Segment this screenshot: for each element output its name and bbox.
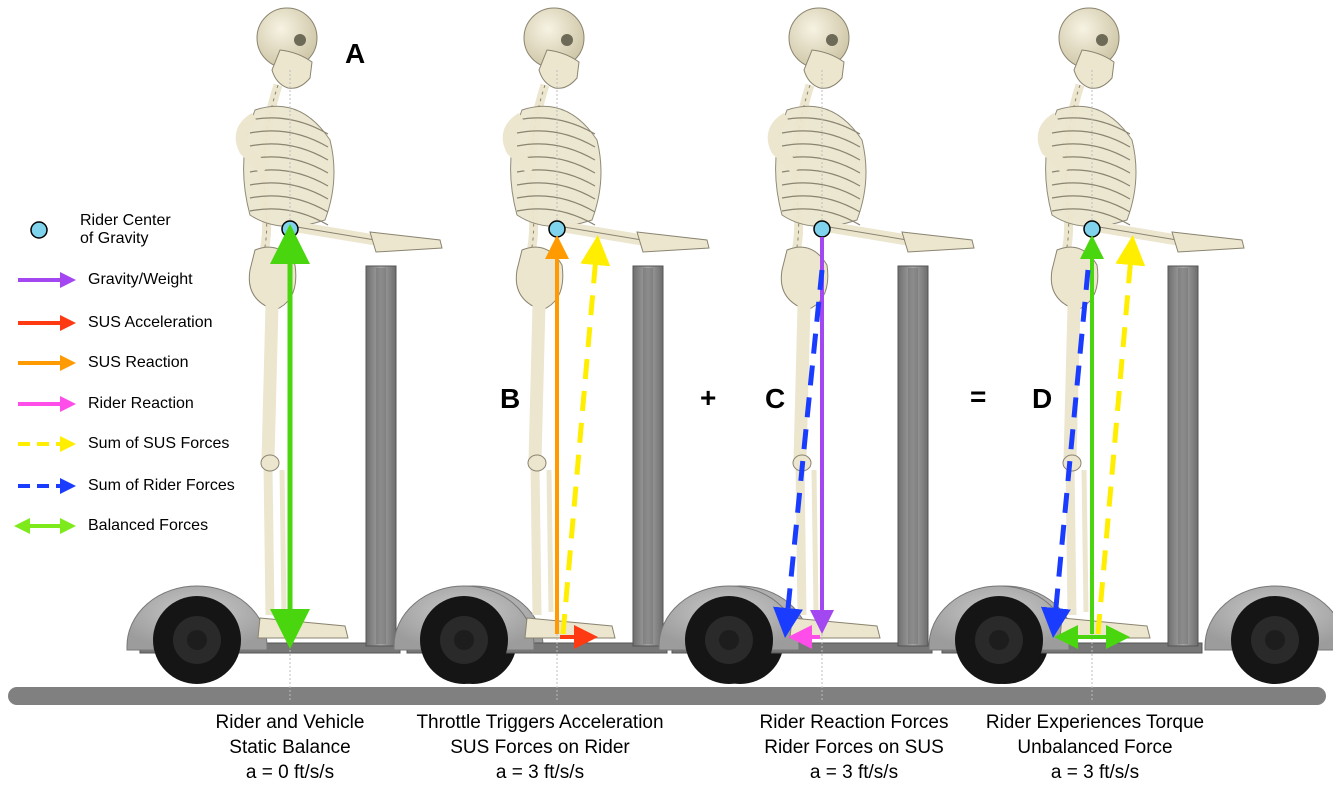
legend-item-sus-reaction: SUS Reaction: [10, 351, 189, 375]
legend-label: Gravity/Weight: [88, 271, 193, 289]
sum-sus-forces-arrow-icon: [10, 432, 80, 456]
eye-socket: [561, 34, 573, 46]
sum-sus-forces-arrow-b: [563, 245, 597, 634]
plus-operator: +: [700, 382, 716, 414]
legend-item-gravity-weight: Gravity/Weight: [10, 268, 193, 292]
hub-center: [187, 630, 207, 650]
caption-b-line3: a = 3 ft/s/s: [380, 760, 700, 785]
panel-letter-d: D: [1032, 383, 1052, 415]
vehicle-panel-d: [929, 8, 1333, 700]
knee: [261, 455, 279, 471]
center-of-gravity-icon: [10, 218, 80, 242]
foot: [258, 618, 348, 638]
tibia: [1070, 465, 1072, 615]
caption-b-line1: Throttle Triggers Acceleration: [380, 710, 700, 735]
center-of-gravity-marker: [282, 221, 298, 237]
hand: [1172, 232, 1244, 252]
center-of-gravity-marker: [814, 221, 830, 237]
hub-center: [1265, 630, 1285, 650]
femur: [535, 305, 539, 460]
sus-reaction-arrow-icon: [10, 351, 80, 375]
balanced-forces-arrow-icon: [10, 514, 80, 538]
femur: [268, 305, 272, 460]
hand: [637, 232, 709, 252]
post-shadow: [908, 268, 918, 644]
acceleration-arrow-icon: [10, 311, 80, 335]
hub-center: [719, 630, 739, 650]
caption-panel-b: Throttle Triggers Acceleration SUS Force…: [380, 710, 700, 785]
hand: [902, 232, 974, 252]
post-shadow: [376, 268, 386, 644]
caption-panel-d: Rider Experiences Torque Unbalanced Forc…: [935, 710, 1255, 785]
fibula: [549, 470, 551, 612]
legend-item-balanced-forces: Balanced Forces: [10, 514, 208, 538]
eye-socket: [294, 34, 306, 46]
fibula: [814, 470, 816, 612]
legend-item-sus-acceleration: SUS Acceleration: [10, 311, 213, 335]
caption-d-line2: Unbalanced Force: [935, 735, 1255, 760]
panel-letter-a: A: [345, 38, 365, 70]
tibia: [535, 465, 537, 615]
legend-item-sum-rider-forces: Sum of Rider Forces: [10, 474, 235, 498]
fibula: [282, 470, 284, 612]
legend-item-center-of-gravity: Rider Center of Gravity: [10, 218, 171, 242]
hand: [370, 232, 442, 252]
legend-item-rider-reaction: Rider Reaction: [10, 392, 194, 416]
ground: [8, 687, 1326, 705]
panel-letter-b: B: [500, 383, 520, 415]
eye-socket: [826, 34, 838, 46]
caption-d-line1: Rider Experiences Torque: [935, 710, 1255, 735]
post-shadow: [643, 268, 653, 644]
caption-b-line2: SUS Forces on Rider: [380, 735, 700, 760]
panel-letter-c: C: [765, 383, 785, 415]
legend-item-sum-sus-forces: Sum of SUS Forces: [10, 432, 229, 456]
eye-socket: [1096, 34, 1108, 46]
legend-label: SUS Reaction: [88, 354, 189, 372]
rider-reaction-arrow-icon: [10, 392, 80, 416]
tibia: [800, 465, 802, 615]
knee: [528, 455, 546, 471]
center-of-gravity-marker: [1084, 221, 1100, 237]
hub-center: [989, 630, 1009, 650]
tibia: [268, 465, 270, 615]
legend-label: Rider Center of Gravity: [80, 212, 171, 248]
fibula: [1084, 470, 1086, 612]
legend-label: Rider Reaction: [88, 395, 194, 413]
legend-label: Sum of SUS Forces: [88, 435, 229, 453]
center-of-gravity-marker: [549, 221, 565, 237]
caption-d-line3: a = 3 ft/s/s: [935, 760, 1255, 785]
post-shadow: [1178, 268, 1188, 644]
hub-center: [454, 630, 474, 650]
sum-sus-forces-arrow-d: [1098, 245, 1132, 634]
sum-rider-forces-arrow-icon: [10, 474, 80, 498]
legend-label: Balanced Forces: [88, 517, 208, 535]
legend-label: Sum of Rider Forces: [88, 477, 235, 495]
legend-label: SUS Acceleration: [88, 314, 213, 332]
gravity-arrow-icon: [10, 268, 80, 292]
equals-operator: =: [970, 381, 986, 413]
